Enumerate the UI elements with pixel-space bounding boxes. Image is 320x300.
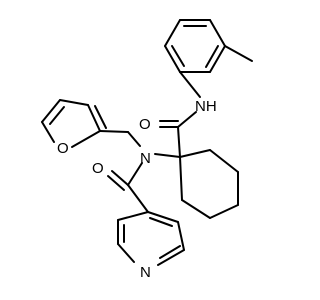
bond — [87, 104, 101, 132]
molecule-diagram: NH O N O O N — [41, 19, 253, 281]
bond — [59, 99, 89, 106]
bond — [209, 204, 239, 219]
aromatic-bond — [205, 45, 219, 68]
bond — [181, 199, 211, 219]
bond — [179, 149, 211, 158]
bond — [157, 249, 185, 266]
bond — [209, 45, 226, 73]
tolyl-ring — [164, 19, 253, 73]
structure-canvas: NH O N O O N — [41, 19, 253, 281]
aromatic-bond — [149, 217, 173, 227]
amide-oxygen-top-label: O — [139, 116, 151, 133]
bond — [117, 211, 149, 221]
carbonyl-double-bond — [107, 175, 125, 191]
cyclohexane-ring — [179, 149, 239, 219]
amine-nitrogen-label: N — [140, 150, 151, 167]
carbonyl-pyridine-bond — [127, 184, 149, 213]
n-ch2-bond — [127, 131, 141, 147]
bond — [209, 19, 226, 47]
aryl-nh-bond — [179, 71, 201, 98]
aromatic-bond — [94, 105, 107, 129]
bond — [164, 19, 181, 47]
nh-carbonyl-bond — [177, 111, 197, 128]
aromatic-bond — [171, 45, 185, 67]
bond — [147, 211, 179, 223]
carbonyl-double-bond — [111, 170, 129, 186]
aromatic-bond — [159, 245, 181, 259]
pyridine-ring — [117, 211, 185, 266]
amide-nh-label: NH — [195, 98, 217, 115]
bond — [164, 45, 181, 73]
n-carbonyl-bond — [127, 162, 143, 186]
bond — [41, 121, 55, 143]
furan-oxygen-label: O — [57, 140, 69, 157]
ch2-furan-bond — [99, 130, 129, 133]
carbonyl-quaternary-bond — [177, 126, 181, 158]
amide-oxygen-bottom-label: O — [92, 160, 104, 177]
bond — [117, 243, 135, 263]
quaternary-n-bond — [154, 153, 181, 158]
methyl-bond — [224, 45, 253, 62]
bond — [177, 221, 185, 251]
aromatic-bond — [49, 106, 65, 125]
furan-ring — [41, 99, 107, 148]
bond — [179, 156, 183, 201]
bond — [209, 149, 239, 173]
bond — [71, 130, 101, 148]
bond — [41, 99, 61, 123]
pyridine-nitrogen-label: N — [140, 264, 151, 281]
